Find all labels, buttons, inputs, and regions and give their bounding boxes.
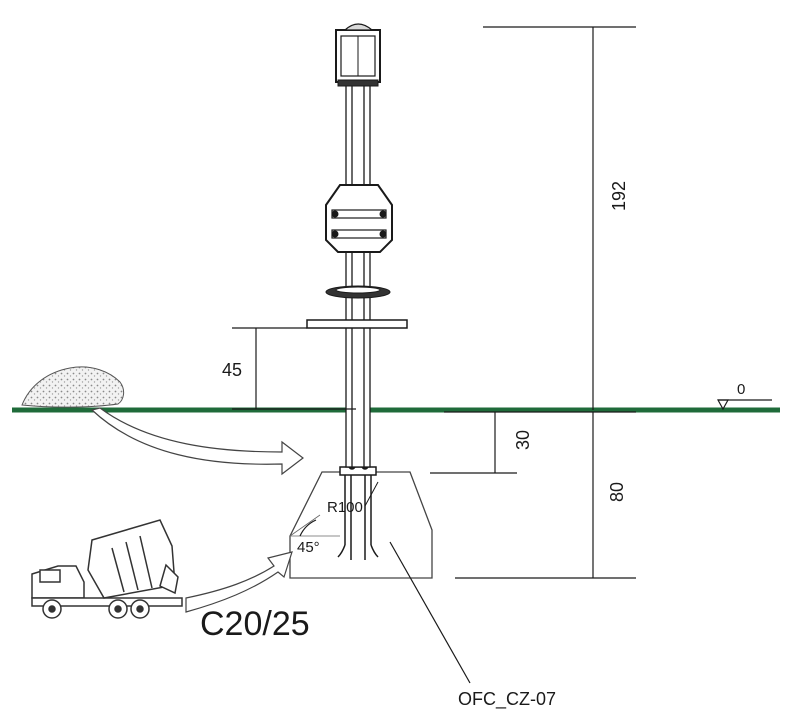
grip-assembly: [325, 184, 393, 253]
pedal: [325, 285, 391, 299]
pole-top-cap: [335, 23, 381, 87]
gravel-pile: [21, 366, 125, 408]
angle-label: 45°: [297, 539, 320, 556]
gravel-arrow: [90, 407, 304, 476]
concrete-foundation: [289, 471, 433, 579]
part-code-leader: [389, 541, 471, 684]
ground-level-label: 0: [737, 381, 746, 398]
concrete-truck-icon: [31, 519, 183, 619]
dimension-80-lines: [444, 411, 636, 579]
truck-arrow: [185, 551, 293, 613]
angle-arc: [299, 519, 317, 537]
ground-level-marker: [716, 399, 730, 411]
dimension-192-lines: [483, 26, 636, 410]
radius-label: R100: [327, 499, 363, 516]
dimension-192-label: 192: [609, 180, 630, 212]
dimension-30-label: 30: [513, 429, 534, 451]
base-plate: [306, 319, 408, 329]
dimension-30-lines: [430, 412, 517, 474]
part-code-label: OFC_CZ-07: [458, 689, 557, 709]
dimension-45-lines: [232, 327, 356, 410]
concrete-class-label: C20/25: [200, 605, 310, 643]
dimension-45-label: 45: [222, 360, 243, 380]
pole: [345, 84, 371, 468]
dimension-80-label: 80: [607, 481, 628, 503]
radius-leader: [364, 481, 379, 507]
